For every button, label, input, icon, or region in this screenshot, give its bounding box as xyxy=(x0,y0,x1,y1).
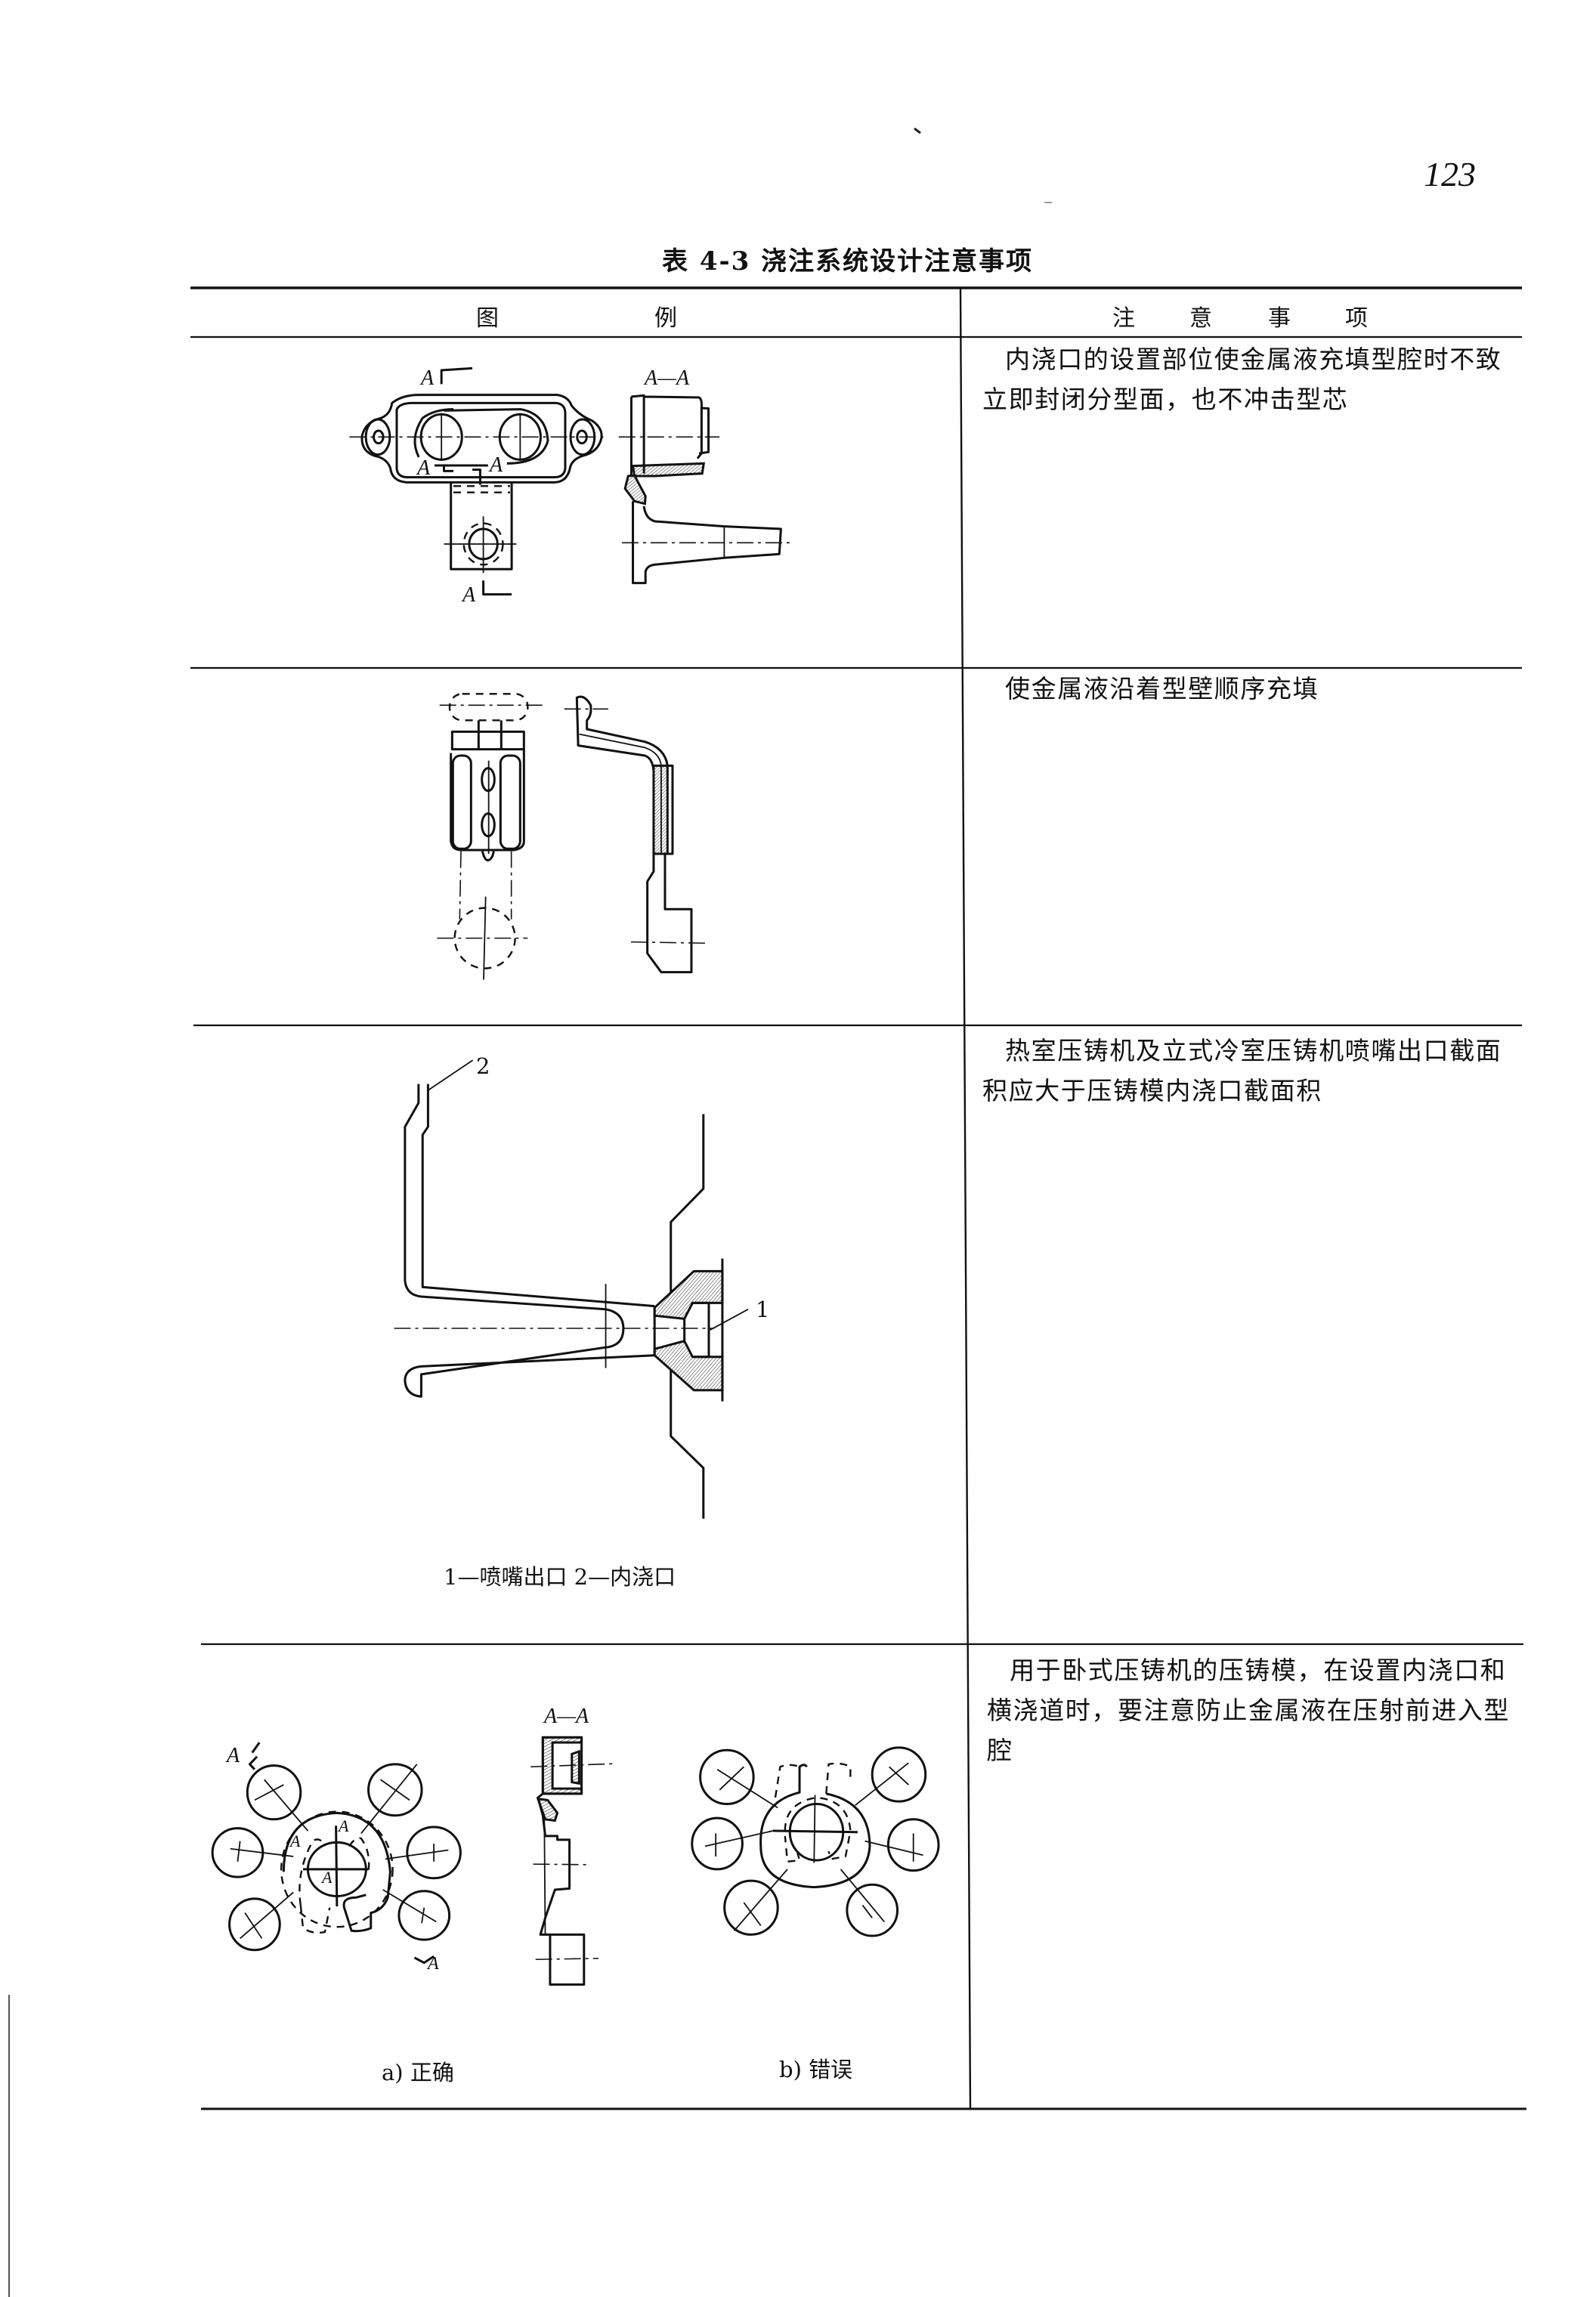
section-mark-top: A xyxy=(227,1744,240,1767)
header-notes-char-2: 意 xyxy=(1189,305,1212,332)
note-line: 使金属液沿着型壁顺序充填 xyxy=(1005,674,1319,703)
wrong-layout xyxy=(692,1748,939,1936)
caption-correct: a) 正确 xyxy=(382,2060,454,2085)
header-figure-char-2: 例 xyxy=(654,305,677,332)
section-mark-bottom: A xyxy=(462,583,476,607)
leader-label-1: 1 xyxy=(756,1297,770,1322)
table-rules xyxy=(190,286,1526,2110)
row-2-note: 使金属液沿着型壁顺序充填 xyxy=(982,669,1319,709)
correct-layout xyxy=(212,1742,460,1963)
row-3-note: 热室压铸机及立式冷室压铸机喷嘴出口截面 积应大于压铸模内浇口截面积 xyxy=(982,1031,1502,1111)
note-line: 横浇道时，要注意防止金属液在压射前进入型 xyxy=(987,1696,1510,1725)
row-4-note: 用于卧式压铸机的压铸模，在设置内浇口和 横浇道时，要注意防止金属液在压射前进入型… xyxy=(987,1650,1510,1770)
section-mark-bottom: A xyxy=(428,1954,439,1974)
section-view xyxy=(530,1737,613,1984)
figure-caption: 1—喷嘴出口 2—内浇口 xyxy=(444,1564,676,1590)
note-line: 用于卧式压铸机的压铸模，在设置内浇口和 xyxy=(1010,1656,1507,1685)
header-notes-char-4: 项 xyxy=(1345,305,1368,332)
section-mark-inner: A xyxy=(322,1868,332,1887)
section-mark-inner-right: A xyxy=(490,453,503,477)
section-mark-top: A xyxy=(421,366,435,390)
caption-wrong: b) 错误 xyxy=(779,2057,853,2082)
note-line: 热室压铸机及立式冷室压铸机喷嘴出口截面 xyxy=(1005,1036,1502,1065)
section-mark-inner-left: A xyxy=(417,456,431,480)
row-1-note: 内浇口的设置部位使金属液充填型腔时不致 立即封闭分型面，也不冲击型芯 xyxy=(982,339,1502,419)
section-mark-inner: A xyxy=(290,1832,301,1850)
note-line: 内浇口的设置部位使金属液充填型腔时不致 xyxy=(1005,345,1502,374)
header-notes-char-1: 注 xyxy=(1112,305,1135,332)
page-number: 123 xyxy=(1424,155,1476,193)
figure-sequential-fill xyxy=(437,694,707,979)
note-line: 积应大于压铸模内浇口截面积 xyxy=(982,1076,1322,1105)
section-mark-inner: A xyxy=(339,1816,349,1835)
figure-horizontal-machine-die xyxy=(212,1737,939,1984)
section-title: A—A xyxy=(645,366,690,390)
header-figure-char-1: 图 xyxy=(476,305,499,332)
header-notes-char-3: 事 xyxy=(1268,305,1291,332)
table-title: 表 4-3 浇注系统设计注意事项 xyxy=(662,246,1034,277)
section-title: A—A xyxy=(544,1705,589,1728)
note-line: 立即封闭分型面，也不冲击型芯 xyxy=(982,385,1349,414)
figure-gate-position xyxy=(350,368,792,594)
figure-nozzle-section xyxy=(394,1060,748,1519)
scan-mark xyxy=(914,127,921,134)
note-line: 腔 xyxy=(987,1736,1013,1765)
leader-label-2: 2 xyxy=(476,1053,490,1079)
